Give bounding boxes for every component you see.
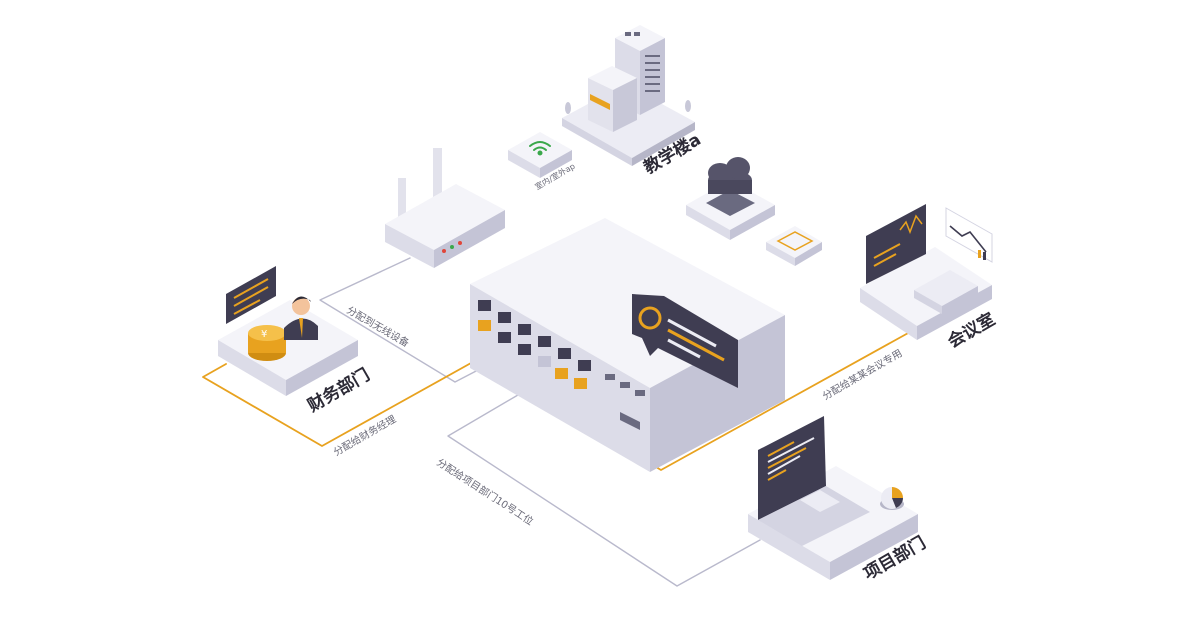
small-chip xyxy=(766,226,822,266)
yuan-icon: ¥ xyxy=(248,325,286,361)
wireless-router xyxy=(385,148,505,268)
meeting-room-station xyxy=(860,204,993,340)
building-group xyxy=(562,25,695,166)
wifi-icon xyxy=(529,141,551,156)
central-switch xyxy=(470,218,785,472)
cloud-device xyxy=(686,157,775,240)
pie-chart-icon xyxy=(880,487,904,510)
svg-text:¥: ¥ xyxy=(261,329,267,340)
cloud-icon xyxy=(708,157,752,194)
switch-status-panel xyxy=(632,294,738,388)
project-link-label: 分配给项目部门10号工位 xyxy=(434,456,536,528)
meeting-screen xyxy=(866,204,926,284)
person-icon xyxy=(284,296,318,340)
project-station xyxy=(748,416,918,580)
chart-icon xyxy=(945,207,993,263)
switch-ports xyxy=(478,300,591,389)
laptop-icon xyxy=(758,416,870,546)
finance-station: ¥ xyxy=(218,266,358,396)
ap-device xyxy=(508,132,572,178)
